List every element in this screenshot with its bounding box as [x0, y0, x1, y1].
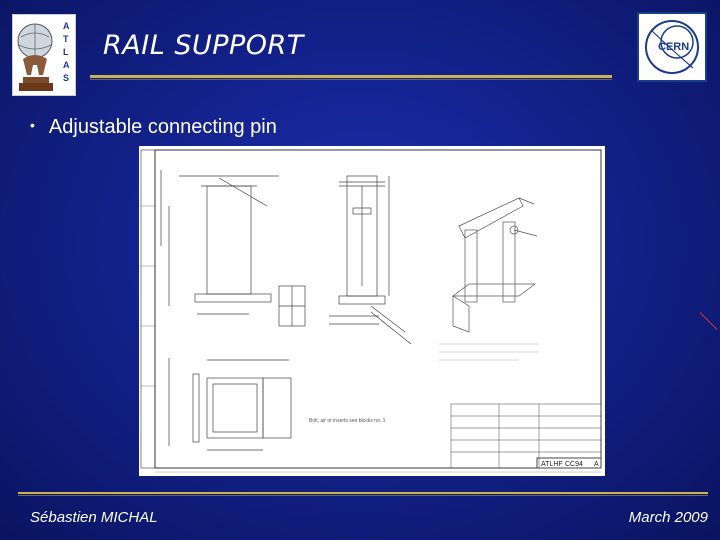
- bullet-item: • Adjustable connecting pin: [30, 116, 277, 139]
- svg-text:A: A: [63, 60, 70, 70]
- atlas-letter-a: A: [63, 21, 70, 31]
- drawing-note: Bolt, air or inserts see blocks no. 1: [309, 418, 386, 424]
- drawing-code: ATLHF: [541, 461, 563, 468]
- drawing-number: CC94: [565, 461, 583, 468]
- footer-date: March 2009: [628, 509, 708, 526]
- title-divider-shadow: [90, 79, 612, 80]
- decorative-line: [699, 312, 718, 330]
- svg-text:CERN: CERN: [658, 41, 689, 53]
- title-divider: [90, 75, 612, 78]
- atlas-logo: A T L A S: [12, 14, 76, 96]
- technical-drawing: Bolt, air or inserts see blocks no. 1 AT…: [139, 146, 605, 476]
- svg-text:L: L: [63, 47, 69, 57]
- svg-text:T: T: [63, 34, 69, 44]
- footer-divider-shadow: [18, 495, 708, 496]
- bullet-text: Adjustable connecting pin: [48, 116, 277, 138]
- svg-text:S: S: [63, 73, 69, 83]
- cern-logo: CERN: [637, 12, 707, 82]
- footer-author: Sébastien MICHAL: [30, 509, 158, 526]
- footer-divider: [18, 492, 708, 494]
- drawing-revision: A: [594, 461, 599, 468]
- bullet-dot-icon: •: [30, 117, 35, 133]
- slide-title: RAIL SUPPORT: [103, 30, 304, 61]
